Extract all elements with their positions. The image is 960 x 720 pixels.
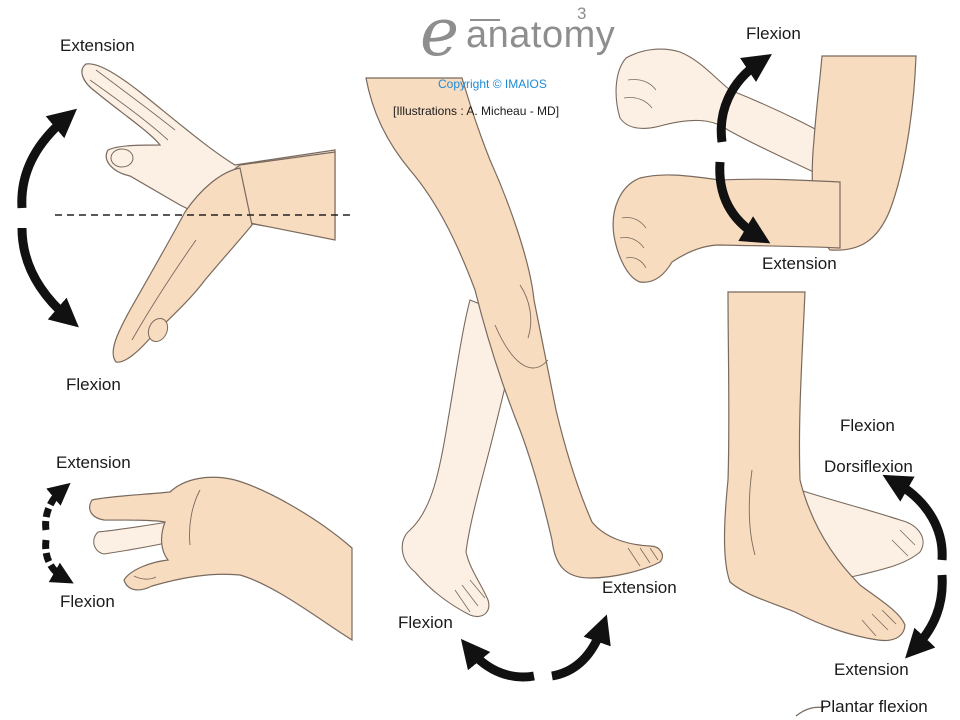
- logo-letter: e: [420, 0, 460, 71]
- finger-flexion-arrow: [42, 539, 74, 584]
- ankle-plantar-flexion-arrow: [905, 574, 947, 659]
- finger-hand: [89, 476, 353, 642]
- corner-swoosh: [795, 706, 825, 717]
- knee-flexion-label: Flexion: [398, 613, 453, 632]
- elbow-illustration: [612, 48, 917, 283]
- wrist-extension-arrow: [17, 108, 78, 209]
- elbow-flexion-arrow: [716, 54, 772, 143]
- leg-flexed-lower: [401, 299, 521, 618]
- finger-extension-arrow: [42, 482, 71, 531]
- logo-superscript: 3: [577, 4, 587, 23]
- finger-flexion-label: Flexion: [60, 592, 115, 611]
- ankle-illustration: [723, 291, 947, 659]
- wrist-flexion-arrow: [17, 227, 79, 328]
- finger-extended: [93, 519, 181, 555]
- leg-illustration: [365, 77, 663, 682]
- ankle-dorsiflexion-arrow: [882, 474, 947, 561]
- leg-thigh-and-shin: [365, 77, 663, 579]
- illustration-credit: [Illustrations : A. Micheau - MD]: [393, 104, 560, 118]
- elbow-extension-arrow: [715, 161, 771, 244]
- knee-flexion-arrow: [460, 638, 535, 682]
- ankle-plantar-flexion-label: Plantar flexion: [820, 697, 928, 716]
- knee-extension-arrow: [551, 614, 611, 681]
- logo-wordmark: anatomy: [466, 14, 616, 56]
- finger-extension-label: Extension: [56, 453, 131, 472]
- knee-extension-label: Extension: [602, 578, 677, 597]
- finger-illustration: [42, 476, 353, 642]
- wrist-extension-label: Extension: [60, 36, 135, 55]
- ankle-dorsiflexion-label: Dorsiflexion: [824, 457, 913, 476]
- elbow-extension-label: Extension: [762, 254, 837, 273]
- ankle-leg-and-foot: [723, 291, 906, 642]
- elbow-flexion-label: Flexion: [746, 24, 801, 43]
- ankle-flexion-label: Flexion: [840, 416, 895, 435]
- ankle-extension-label: Extension: [834, 660, 909, 679]
- copyright-text: Copyright © IMAIOS: [438, 77, 547, 91]
- wrist-illustration: [17, 63, 352, 363]
- wrist-flexion-label: Flexion: [66, 375, 121, 394]
